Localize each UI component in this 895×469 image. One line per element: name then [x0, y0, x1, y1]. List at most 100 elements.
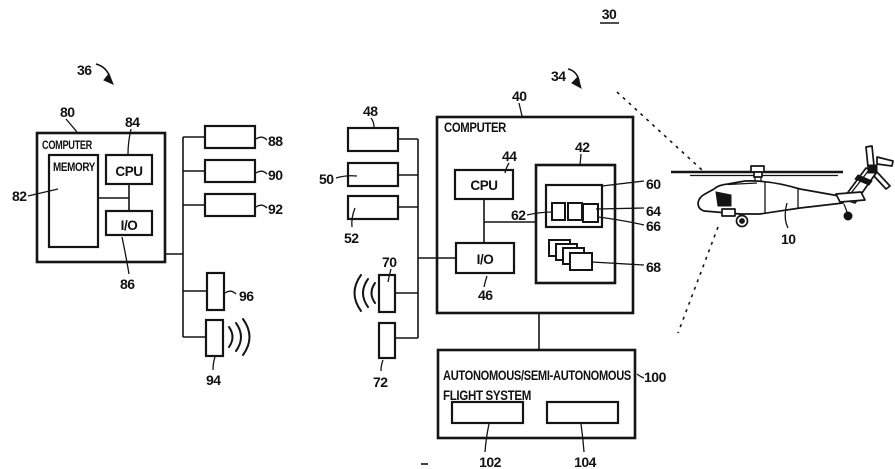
ref-88-label: 88	[268, 133, 283, 149]
ref-66-label: 66	[646, 218, 661, 234]
memory-title: MEMORY	[53, 160, 95, 174]
ref-36-arrowhead-icon	[103, 73, 114, 85]
nose-sensor	[721, 208, 736, 217]
ref-40-label: 40	[512, 88, 527, 104]
leader-84	[127, 128, 132, 155]
computer-mid-title: COMPUTER	[444, 120, 507, 135]
leader-96	[224, 290, 237, 295]
device-box-92	[203, 192, 257, 218]
leader-52	[351, 207, 356, 228]
leader-100	[636, 373, 645, 379]
leader-50	[335, 175, 358, 179]
ref-36-label: 36	[77, 62, 92, 78]
leader-104	[580, 423, 585, 453]
cockpit-window	[715, 191, 732, 207]
ref-70-label: 70	[382, 254, 397, 270]
io-left-title: I/O	[121, 218, 138, 233]
ref-34-arrowhead-icon	[571, 76, 582, 90]
leader-70	[387, 268, 392, 283]
ref-52-label: 52	[344, 230, 359, 246]
ref-68-label: 68	[646, 259, 661, 275]
leader-44	[504, 162, 510, 174]
dashed-leader-bottom	[677, 226, 719, 334]
ref-44-label: 44	[502, 148, 517, 164]
device-box-88	[203, 124, 257, 150]
ref-48-label: 48	[363, 103, 378, 119]
rotor-hub	[750, 165, 765, 183]
ref-90-label: 90	[268, 167, 283, 183]
ground-station-system: 36 80 COMPUTER MEMORY 82 CPU 84 I/O 86 8…	[12, 62, 284, 388]
leader-92	[255, 204, 268, 209]
helicopter-illustration: 10	[671, 145, 894, 247]
leader-60	[601, 180, 645, 187]
leader-80	[65, 118, 78, 133]
leader-68	[591, 261, 645, 266]
module-square-64	[567, 202, 583, 221]
ref-102-label: 102	[479, 454, 502, 469]
leader-46	[483, 275, 488, 288]
leader-42	[579, 153, 582, 166]
leader-90	[255, 170, 268, 175]
computer-left-title: COMPUTER	[42, 138, 93, 152]
device-box-94	[204, 318, 225, 358]
data-stack-68	[548, 239, 593, 271]
device-box-70	[377, 273, 397, 314]
device-box-48	[346, 126, 400, 153]
io-box-left	[104, 209, 154, 237]
ref-92-label: 92	[268, 201, 283, 217]
leader-66	[597, 216, 645, 226]
leader-48	[370, 117, 375, 128]
fuselage	[697, 180, 846, 215]
memory-box	[47, 153, 100, 249]
cpu-left-title: CPU	[115, 164, 142, 179]
ref-72-label: 72	[373, 374, 388, 390]
figure-ref: 30	[600, 6, 619, 24]
ref-10-label: 10	[781, 231, 796, 247]
flight-system-title-line2: FLIGHT SYSTEM	[443, 387, 531, 403]
ref-50-label: 50	[319, 171, 334, 187]
ref-96-label: 96	[239, 288, 254, 304]
wireless-70-icon	[353, 274, 376, 312]
tail-rotor	[854, 145, 894, 190]
leader-64	[595, 207, 645, 210]
cpu-box-left	[104, 153, 154, 186]
ref-94-label: 94	[206, 372, 221, 388]
leader-82	[27, 188, 59, 197]
aircraft-computer-system: 34 40 COMPUTER CPU 44 I/O 46 42 62	[319, 68, 667, 469]
io-mid-title: I/O	[477, 252, 494, 267]
device-box-90	[203, 158, 257, 184]
flight-module-box-102	[450, 400, 525, 425]
leader-86	[121, 236, 130, 275]
ref-42-label: 42	[575, 139, 590, 155]
module-square-66	[582, 203, 599, 223]
ref-100-label: 100	[644, 369, 667, 385]
leader-94	[212, 356, 216, 371]
figure-ref-label: 30	[602, 6, 617, 22]
ref-46-label: 46	[478, 287, 493, 303]
ref-86-label: 86	[120, 276, 135, 292]
flight-module-box-104	[545, 400, 620, 425]
ref-64-label: 64	[646, 203, 661, 219]
horizontal-stabilizer	[835, 191, 866, 203]
roof-line	[727, 182, 758, 186]
ref-84-label: 84	[125, 114, 140, 130]
ref-34-label: 34	[551, 68, 566, 84]
leader-88	[255, 136, 268, 141]
leader-10	[784, 202, 789, 229]
ref-60-label: 60	[646, 176, 661, 192]
leader-102	[484, 423, 490, 453]
leader-40	[518, 102, 523, 117]
device-box-72	[377, 321, 397, 360]
ref-80-label: 80	[60, 104, 75, 120]
cpu-mid-title: CPU	[470, 178, 497, 193]
leader-62	[526, 211, 554, 216]
device-box-50	[346, 161, 400, 188]
ref-82-label: 82	[12, 188, 27, 204]
device-box-96	[205, 271, 226, 312]
leader-72	[380, 359, 384, 372]
dashed-leader-top	[616, 91, 703, 171]
flight-system-title-line1: AUTONOMOUS/SEMI-AUTONOMOUS	[443, 367, 631, 383]
ref-62-label: 62	[511, 207, 526, 223]
